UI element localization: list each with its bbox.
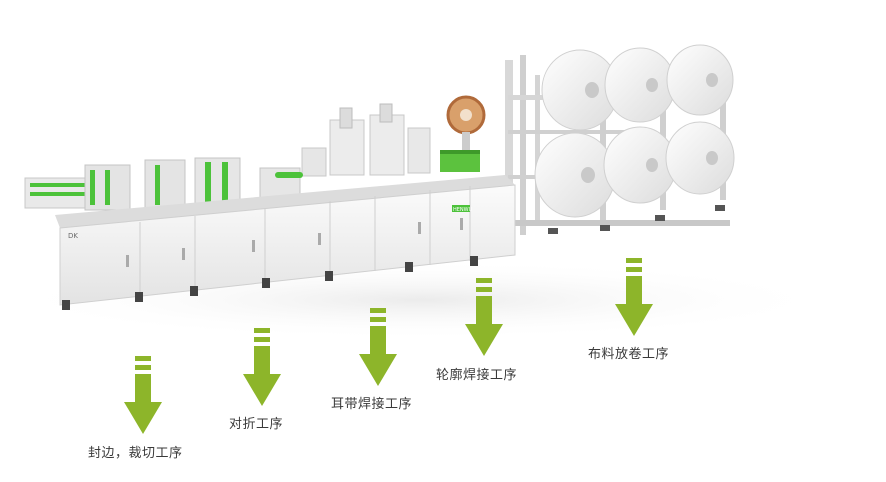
machine-cabinet-base: HENWU DK [55,175,516,310]
welding-towers [301,103,480,177]
stage-label-seal-cut: 封边，裁切工序 [88,446,183,461]
arrow-down-icon [615,258,653,336]
earloop-spool [446,95,486,152]
machine-brand-label: DK [68,232,78,240]
stage-label-unwind: 布料放卷工序 [588,347,670,362]
arrow-down-icon [359,308,397,386]
fabric-rolls [534,44,735,218]
machine-panel-label: HENWU [453,207,473,213]
stage-label-fold: 对折工序 [229,417,284,432]
arrow-down-icon [243,328,281,406]
stage-label-earloop: 耳带焊接工序 [331,397,413,412]
arrow-down-icon [465,278,503,356]
front-machinery [24,157,303,211]
stage-label-outline: 轮廓焊接工序 [436,368,518,383]
arrow-down-icon [124,356,162,434]
